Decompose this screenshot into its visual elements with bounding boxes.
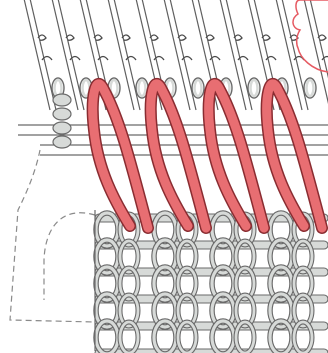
side-stitch [53, 108, 71, 120]
side-stitch [53, 94, 71, 106]
side-stitch [53, 136, 71, 148]
side-stitch [53, 122, 71, 134]
